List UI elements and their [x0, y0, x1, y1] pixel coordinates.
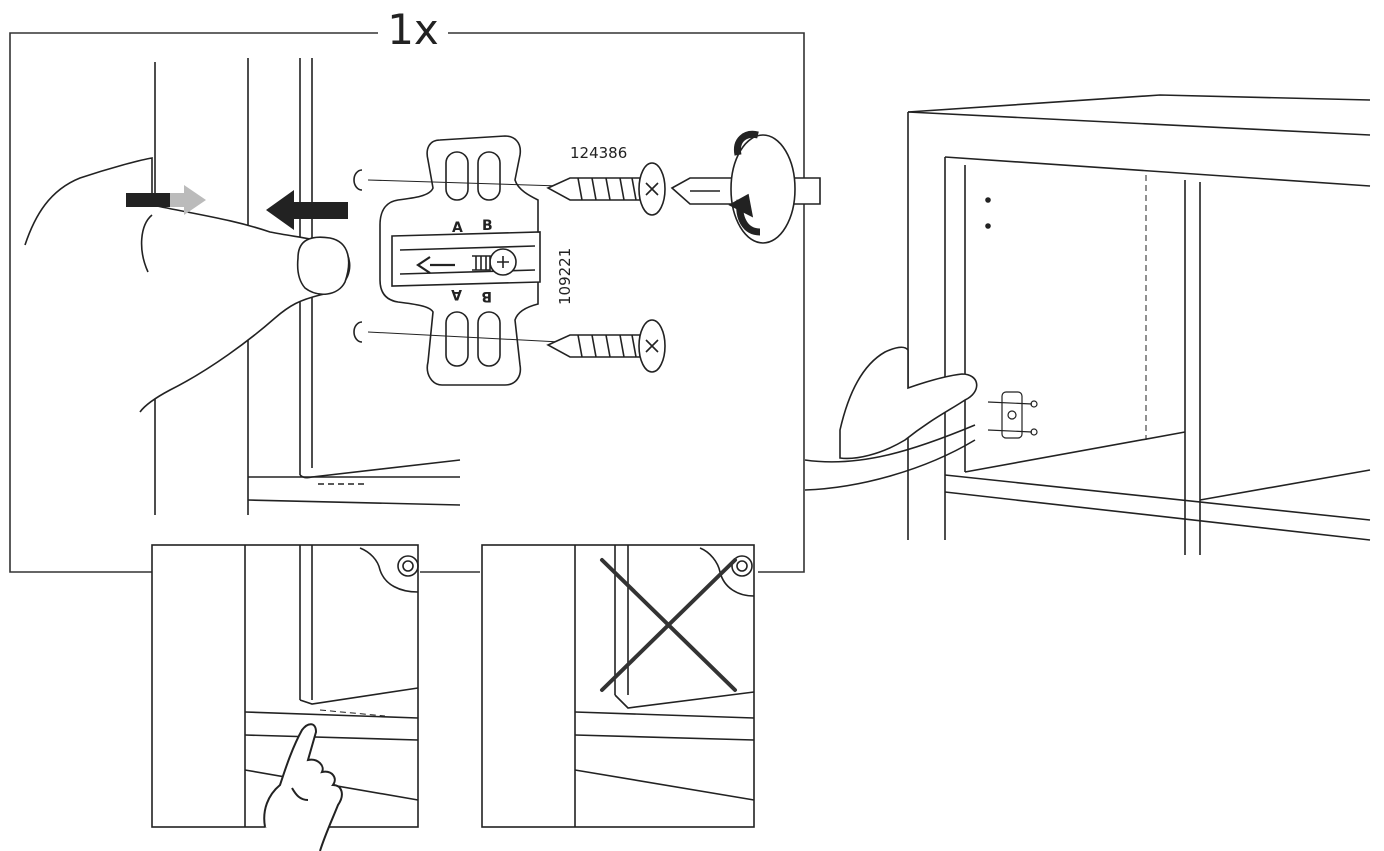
screw-bottom-icon	[546, 319, 666, 373]
drill-holes	[353, 169, 561, 343]
quantity-label: 1x	[387, 5, 439, 54]
push-arrow-gray	[126, 185, 206, 215]
plate-letter-b-bottom: B	[481, 288, 492, 304]
screw-top-icon	[546, 162, 666, 216]
cabinet-overview	[907, 94, 1371, 555]
push-arrow-black	[266, 190, 348, 230]
panel-incorrect	[481, 544, 755, 828]
plate-letter-a-bottom: A	[451, 286, 462, 302]
plate-letter-b-top: B	[482, 218, 493, 234]
hinge-mounting-plate	[379, 135, 541, 386]
plate-letters: A B A B	[451, 218, 493, 304]
cross-mark-icon	[600, 558, 737, 692]
rotation-arrow-icon	[728, 130, 796, 244]
screw-part-number-top: 124386	[570, 144, 627, 162]
hand-small-icon	[804, 346, 978, 491]
pointing-hand-icon	[263, 723, 343, 851]
mini-hinge-icon	[987, 391, 1038, 439]
main-frame	[9, 32, 805, 573]
plate-letter-a-top: A	[452, 220, 463, 236]
screw-part-number-side: 109221	[556, 248, 574, 305]
hand-pushing-icon	[24, 157, 351, 413]
